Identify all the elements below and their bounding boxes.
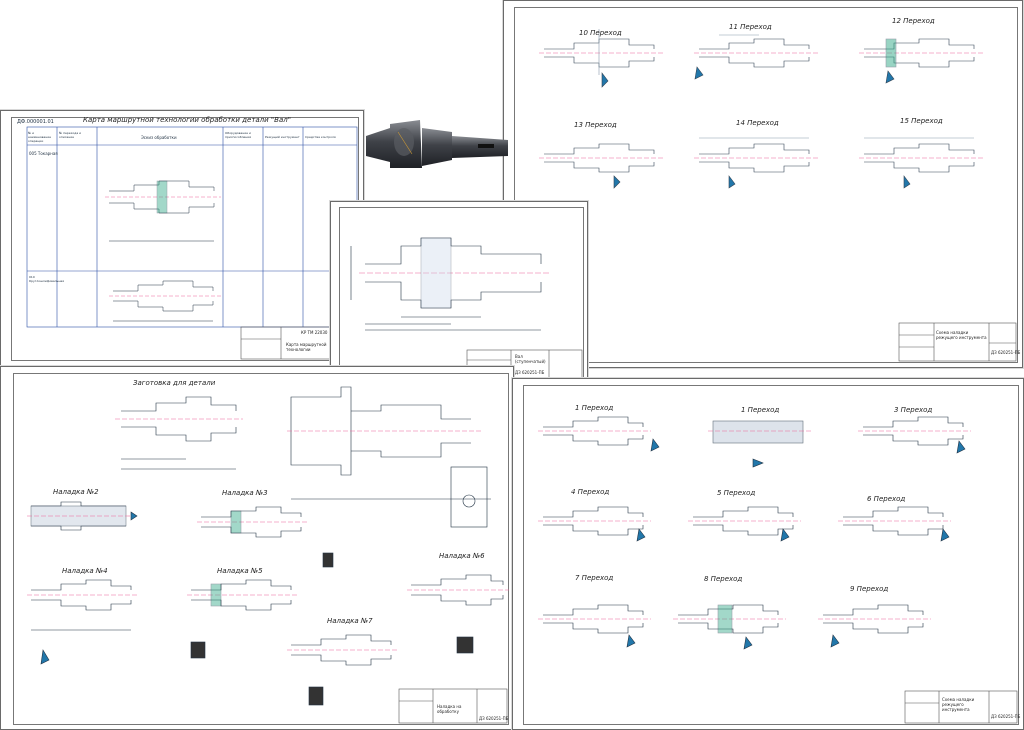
route-card-stamp-code: КР ТМ 22030 [301, 330, 328, 335]
route-card-op1: 005 Токарная [29, 151, 58, 156]
tooling-top-label-15: 15 Переход [900, 117, 943, 125]
route-card-header-5: Средства контроля [305, 135, 336, 139]
tooling-bottom-label-4: 4 Переход [571, 488, 610, 496]
setup-label-7: Наладка №7 [327, 617, 373, 625]
part-drawing [350, 237, 583, 379]
tooling-top-stamp-code: ДЗ 620251-ПБ [991, 350, 1021, 355]
tooling-top-label-12: 12 Переход [892, 17, 935, 25]
route-card-header-4: Режущий инструмент [265, 135, 300, 139]
tooling-bottom-drawings [538, 416, 1018, 724]
setups-drawings [27, 386, 509, 724]
setups-stamp-code: ДЗ 620251-ПБ [479, 716, 509, 721]
tooling-top-label-11: 11 Переход [729, 23, 772, 31]
tooling-bottom-stamp-code: ДЗ 620251-ПБ [991, 714, 1021, 719]
route-card-op2: 010 Круглошлифовальная [29, 275, 65, 283]
setup-label-6: Наладка №6 [439, 552, 485, 560]
route-card-header-2: Эскиз обработки [141, 135, 177, 140]
tooling-top-stamp-title: Схема наладки режущего инструмента [936, 330, 987, 340]
part-drawing-sheet: Вал (ступенчатый) ДЗ 620251-ПБ [330, 201, 588, 384]
route-card-header-1: № перехода и описание [59, 131, 82, 139]
tooling-top-label-10: 10 Переход [579, 29, 622, 37]
part-drawing-stamp-code: ДЗ 620251-ПБ [515, 370, 545, 375]
tooling-bottom-label-8: 8 Переход [704, 575, 743, 583]
setups-sheet: Заготовка для детали Наладка №2 Наладка … [0, 366, 514, 730]
route-card-header-0: № и наименование операции [28, 131, 52, 143]
tooling-sheet-bottom: 1 Переход 1 Переход 3 Переход 4 Переход … [512, 378, 1024, 730]
tooling-bottom-label-5: 5 Переход [717, 489, 756, 497]
part-drawing-stamp-title: Вал (ступенчатый) [515, 354, 546, 364]
tooling-top-label-13: 13 Переход [574, 121, 617, 129]
route-card-stamp-title: Карта маршрутной технологии [286, 342, 327, 352]
shaft-3d-render [360, 114, 510, 180]
tooling-bottom-label-1a: 1 Переход [575, 404, 614, 412]
tooling-top-drawings [539, 29, 1017, 362]
tooling-bottom-label-6: 6 Переход [867, 495, 906, 503]
tooling-sheet-top: 10 Переход 11 Переход 12 Переход 13 Пере… [503, 0, 1023, 368]
tooling-bottom-label-3: 3 Переход [894, 406, 933, 414]
route-card-header-3: Оборудование и приспособления [225, 131, 252, 139]
tooling-top-label-14: 14 Переход [736, 119, 779, 127]
tooling-bottom-label-1b: 1 Переход [741, 406, 780, 414]
route-card-doc-code: ДФ.000001.01 [17, 119, 54, 125]
setup-label-4: Наладка №4 [62, 567, 108, 575]
setups-stamp-title: Наладка на обработку [437, 704, 462, 714]
tooling-bottom-stamp-title: Схема наладки режущего инструмента [942, 697, 975, 712]
setup-label-5: Наладка №5 [217, 567, 263, 575]
tooling-bottom-label-7: 7 Переход [575, 574, 614, 582]
route-card-table [26, 126, 358, 360]
setup-label-3: Наладка №3 [222, 489, 268, 497]
route-card-title: Карта маршрутной технологии обработки де… [83, 116, 291, 124]
setups-blank-title: Заготовка для детали [133, 379, 216, 387]
route-card-sheet: ДФ.000001.01 Карта маршрутной технологии… [0, 110, 364, 368]
setup-label-2: Наладка №2 [53, 488, 99, 496]
tooling-bottom-label-9: 9 Переход [850, 585, 889, 593]
